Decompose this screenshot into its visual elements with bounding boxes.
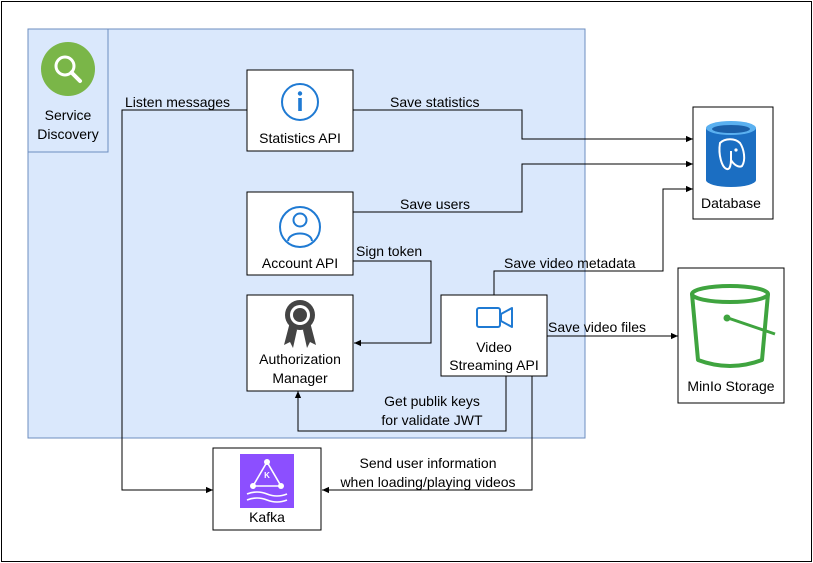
edge-label-get-public-keys-line1: Get publik keys bbox=[384, 393, 480, 409]
authorization-manager-node[interactable]: Authorization Manager bbox=[246, 294, 354, 392]
kafka-icon: K bbox=[240, 454, 294, 508]
edge-get-public-keys bbox=[294, 376, 507, 432]
magnifier-icon bbox=[41, 42, 95, 96]
video-streaming-api-node[interactable]: Video Streaming API bbox=[440, 294, 548, 377]
statistics-api-node[interactable]: Statistics API bbox=[246, 69, 354, 152]
account-api-label: Account API bbox=[262, 255, 338, 271]
kafka-icon-letter: K bbox=[264, 471, 270, 480]
edge-label-listen-messages: Listen messages bbox=[125, 94, 230, 110]
edge-save-video-metadata bbox=[493, 185, 693, 295]
edge-save-users bbox=[353, 160, 693, 213]
edge-label-save-statistics: Save statistics bbox=[390, 94, 479, 110]
kafka-node[interactable]: K Kafka bbox=[212, 447, 322, 531]
database-label: Database bbox=[701, 195, 761, 211]
edge-label-save-video-metadata: Save video metadata bbox=[504, 255, 636, 271]
statistics-api-label: Statistics API bbox=[259, 130, 341, 146]
edge-label-save-users: Save users bbox=[400, 196, 470, 212]
edge-label-get-public-keys-line2: for validate JWT bbox=[381, 412, 483, 428]
info-icon bbox=[281, 83, 319, 121]
edge-save-statistics bbox=[353, 109, 693, 143]
service-discovery-label-line2: Discovery bbox=[37, 126, 98, 142]
account-api-node[interactable]: Account API bbox=[246, 191, 354, 276]
edge-label-sign-token: Sign token bbox=[356, 243, 422, 259]
minio-storage-node[interactable]: MinIo Storage bbox=[677, 267, 785, 404]
edge-sign-token bbox=[353, 260, 432, 347]
database-node[interactable]: Database bbox=[692, 106, 774, 220]
edge-listen-messages bbox=[121, 109, 247, 494]
edge-label-send-user-info-line1: Send user information bbox=[360, 455, 497, 471]
edge-send-user-information bbox=[322, 376, 533, 494]
award-ribbon-icon bbox=[284, 300, 316, 348]
postgresql-database-icon bbox=[706, 121, 756, 187]
edge-label-save-video-files: Save video files bbox=[548, 319, 646, 335]
authorization-manager-label-line1: Authorization bbox=[259, 351, 341, 367]
edge-label-send-user-info-line2: when loading/playing videos bbox=[339, 474, 515, 490]
minio-storage-label: MinIo Storage bbox=[687, 378, 774, 394]
video-streaming-api-label-line2: Streaming API bbox=[449, 357, 539, 373]
user-icon bbox=[279, 206, 321, 248]
video-camera-icon bbox=[476, 307, 513, 328]
service-discovery-node[interactable]: Service Discovery bbox=[27, 28, 109, 153]
storage-bucket-icon bbox=[690, 284, 776, 368]
kafka-label: Kafka bbox=[249, 509, 285, 525]
authorization-manager-label-line2: Manager bbox=[272, 370, 328, 386]
video-streaming-api-label-line1: Video bbox=[476, 339, 512, 355]
service-discovery-label-line1: Service bbox=[45, 107, 92, 123]
